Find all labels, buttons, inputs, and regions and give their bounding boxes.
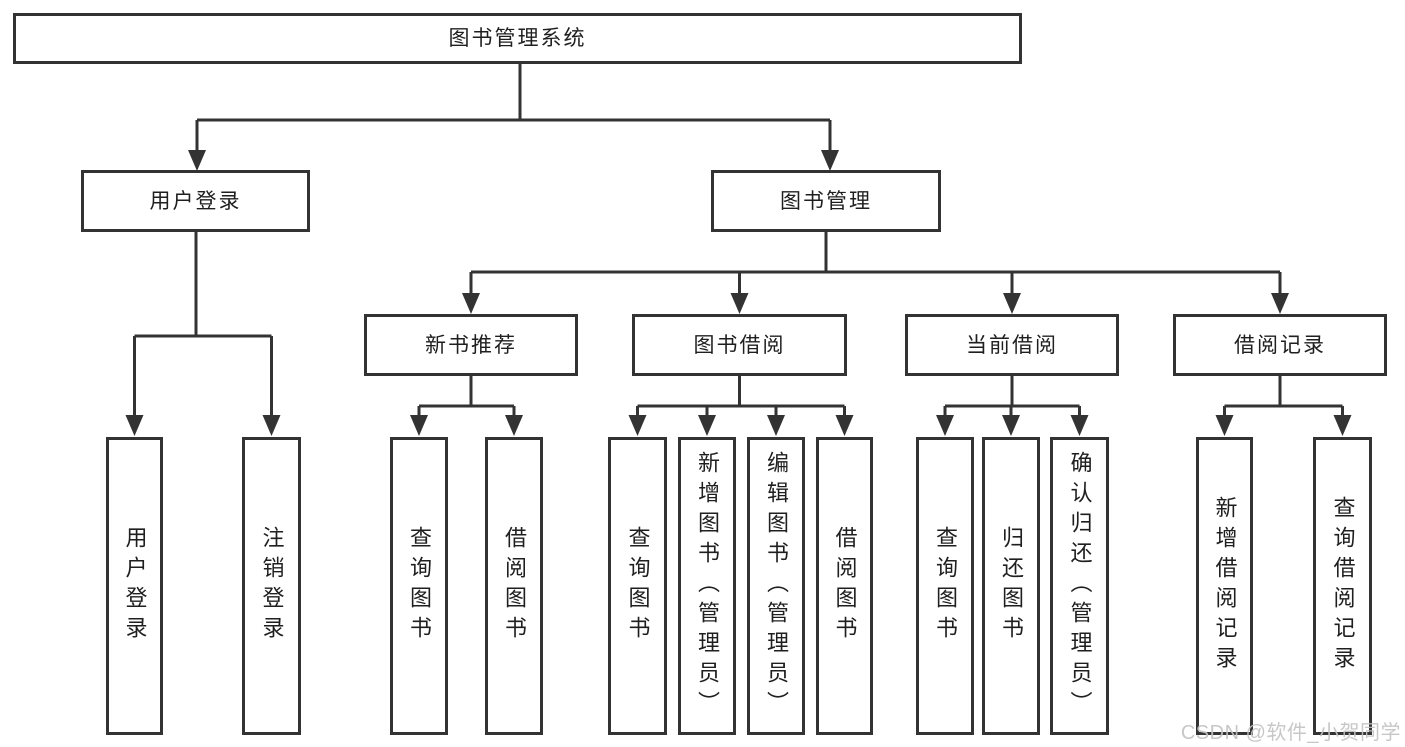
leaf-add-books-admin-label: 新增图书（管理员） (695, 451, 720, 721)
leaf-query-books-recommend-label: 查询图书 (407, 526, 432, 646)
leaf-return-books: 归还图书 (982, 437, 1040, 735)
leaf-query-books-current-label: 查询图书 (933, 526, 958, 646)
leaf-confirm-return-admin: 确认归还（管理员） (1050, 437, 1109, 735)
leaf-return-books-label: 归还图书 (999, 526, 1024, 646)
leaf-logout-label: 注销登录 (259, 526, 285, 646)
leaf-query-borrow-record: 查询借阅记录 (1313, 437, 1372, 735)
leaf-borrow-books-recommend-label: 借阅图书 (502, 526, 527, 646)
leaf-add-books-admin: 新增图书（管理员） (678, 437, 736, 735)
node-book-management-branch: 图书管理 (711, 170, 941, 232)
node-current-borrowing: 当前借阅 (905, 314, 1119, 376)
leaf-query-books-borrowing: 查询图书 (608, 437, 667, 735)
leaf-user-login-label: 用户登录 (122, 526, 148, 646)
node-book-borrowing: 图书借阅 (632, 314, 847, 376)
leaf-borrow-books-recommend: 借阅图书 (485, 437, 543, 735)
leaf-borrow-books: 借阅图书 (816, 437, 873, 735)
node-new-book-recommendation: 新书推荐 (364, 314, 578, 376)
leaf-borrow-books-label: 借阅图书 (832, 526, 858, 646)
leaf-user-login: 用户登录 (106, 437, 163, 735)
node-user-login-branch: 用户登录 (81, 170, 310, 232)
csdn-watermark: CSDN @软件_小贺同学 (1180, 722, 1401, 744)
node-library-management-system: 图书管理系统 (13, 13, 1022, 64)
leaf-query-books-recommend: 查询图书 (390, 437, 448, 735)
leaf-confirm-return-admin-label: 确认归还（管理员） (1067, 451, 1093, 721)
leaf-query-books-current: 查询图书 (916, 437, 974, 735)
leaf-add-borrow-record: 新增借阅记录 (1196, 437, 1253, 735)
leaf-edit-books-admin-label: 编辑图书（管理员） (764, 451, 789, 721)
node-borrowing-records: 借阅记录 (1173, 314, 1387, 376)
leaf-query-books-borrowing-label: 查询图书 (625, 526, 651, 646)
leaf-query-borrow-record-label: 查询借阅记录 (1330, 496, 1356, 676)
leaf-edit-books-admin: 编辑图书（管理员） (747, 437, 805, 735)
leaf-add-borrow-record-label: 新增借阅记录 (1212, 496, 1238, 676)
leaf-logout: 注销登录 (242, 437, 301, 735)
